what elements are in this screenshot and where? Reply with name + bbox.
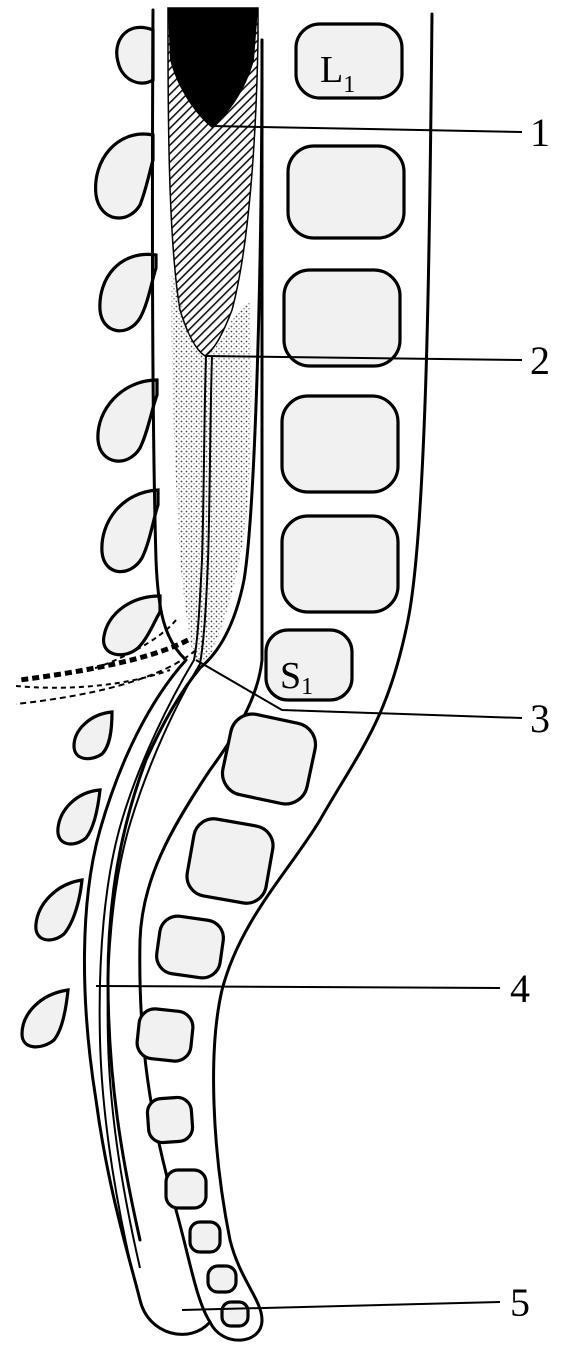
callout-4: 4 [510, 966, 530, 1011]
spinous-process [102, 490, 158, 572]
spinous-process [22, 990, 68, 1047]
vertebral-body [208, 1266, 236, 1292]
vertebral-body [282, 516, 398, 612]
callout-1: 1 [530, 110, 550, 155]
callout-5: 5 [510, 1280, 530, 1325]
callout-2: 2 [530, 338, 550, 383]
vertebral-body [282, 396, 398, 492]
vertebral-body [154, 914, 225, 980]
spinous-process [58, 790, 100, 844]
spinous-process [100, 254, 156, 330]
vertebral-body [288, 146, 404, 238]
spinous-process [74, 712, 112, 759]
spinous-processes [22, 27, 160, 1047]
vertebral-body [218, 710, 319, 808]
vertebral-body [184, 816, 276, 907]
spinous-process [98, 380, 157, 461]
spinous-process [104, 596, 160, 655]
vertebral-body [222, 1302, 248, 1326]
vertebral-body [284, 270, 400, 366]
vertebral-body [147, 1097, 194, 1144]
vertebral-body [136, 1007, 195, 1062]
vertebral-body [166, 1170, 206, 1208]
spinous-process [36, 880, 82, 940]
spinous-process [96, 134, 153, 218]
callout-3: 3 [530, 696, 550, 741]
vertebral-body [190, 1222, 220, 1252]
spinous-process [117, 27, 153, 83]
